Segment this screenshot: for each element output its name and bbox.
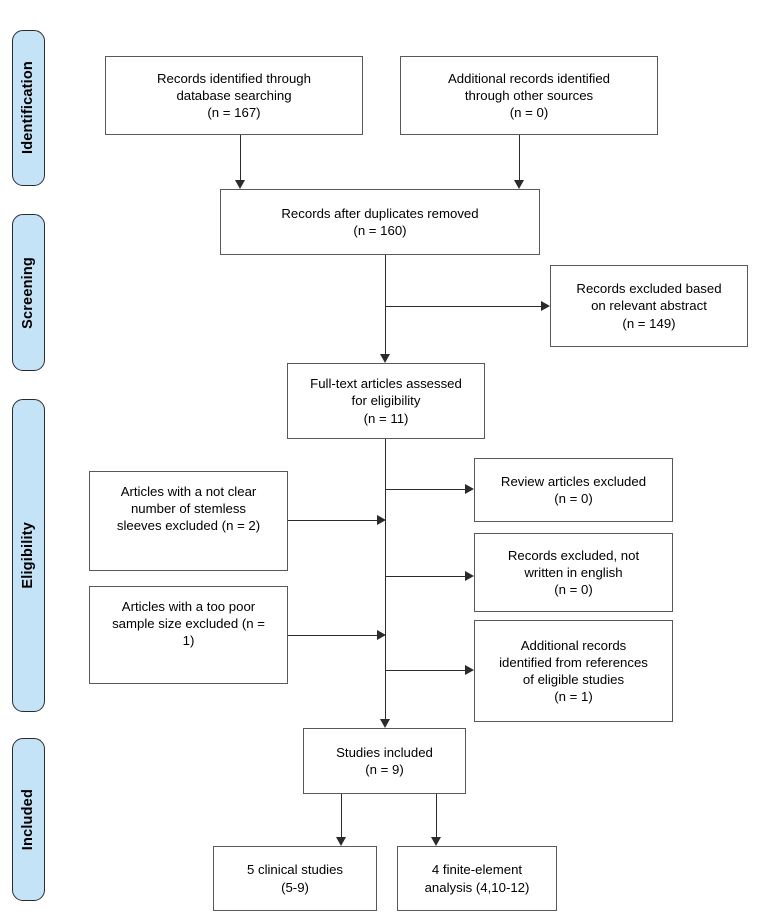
connector-studies-to-finite-element <box>436 794 437 837</box>
box-records-excluded-not-english: Records excluded, not written in english… <box>474 533 673 612</box>
arrowhead-stemless-sleeves-to-spine <box>377 515 386 525</box>
connector-stemless-sleeves-to-spine <box>288 520 377 521</box>
box-studies-included-text: Studies included (n = 9) <box>336 744 433 777</box>
stage-label-screening-text: Screening <box>20 256 37 329</box>
connector-duplicates-spine <box>385 255 386 354</box>
arrowhead-poor-sample-size-to-spine <box>377 630 386 640</box>
arrowhead-studies-to-clinical <box>336 837 346 846</box>
arrowhead-eligibility-to-studies-included <box>380 719 390 728</box>
box-additional-records-other-sources: Additional records identified through ot… <box>400 56 658 135</box>
connector-spine-to-not-english <box>386 576 465 577</box>
stage-label-eligibility-text: Eligibility <box>20 522 37 589</box>
connector-poor-sample-size-to-spine <box>288 635 377 636</box>
connector-database-to-duplicates <box>240 135 241 180</box>
stage-label-identification: Identification <box>12 30 45 186</box>
arrowhead-database-to-duplicates <box>235 180 245 189</box>
box-review-articles-excluded-text: Review articles excluded (n = 0) <box>500 473 647 506</box>
arrowhead-othersources-to-duplicates <box>514 180 524 189</box>
connector-othersources-to-duplicates <box>519 135 520 180</box>
box-additional-records-other-sources-text: Additional records identified through ot… <box>447 70 610 121</box>
box-finite-element-analysis: 4 finite-element analysis (4,10-12) <box>397 846 557 911</box>
box-records-identified-database-text: Records identified through database sear… <box>157 70 311 121</box>
arrowhead-spine-to-not-english <box>465 571 474 581</box>
stage-label-eligibility: Eligibility <box>12 399 45 712</box>
box-studies-included: Studies included (n = 9) <box>303 728 466 794</box>
box-additional-records-from-references: Additional records identified from refer… <box>474 620 673 722</box>
box-records-excluded-not-english-text: Records excluded, not written in english… <box>507 547 640 598</box>
connector-studies-to-clinical <box>341 794 342 837</box>
box-articles-too-poor-sample-size-text: Articles with a too poor sample size exc… <box>112 599 265 649</box>
connector-duplicates-to-excluded-abstract <box>386 306 541 307</box>
box-articles-not-clear-stemless-sleeves-text: Articles with a not clear number of stem… <box>116 484 261 534</box>
box-clinical-studies: 5 clinical studies (5-9) <box>213 846 377 911</box>
stage-label-included-text: Included <box>20 788 37 851</box>
box-records-after-duplicates-removed: Records after duplicates removed (n = 16… <box>220 189 540 255</box>
arrowhead-spine-to-review-excluded <box>465 484 474 494</box>
box-review-articles-excluded: Review articles excluded (n = 0) <box>474 458 673 522</box>
arrowhead-spine-to-additional-references <box>465 665 474 675</box>
arrowhead-duplicates-to-fulltext <box>380 354 390 363</box>
arrowhead-studies-to-finite-element <box>431 837 441 846</box>
arrowhead-duplicates-to-excluded-abstract <box>541 301 550 311</box>
box-full-text-articles-assessed-text: Full-text articles assessed for eligibil… <box>310 376 462 426</box>
box-full-text-articles-assessed: Full-text articles assessed for eligibil… <box>287 363 485 439</box>
connector-eligibility-spine <box>385 439 386 723</box>
connector-spine-to-additional-references <box>386 670 465 671</box>
box-finite-element-analysis-text: 4 finite-element analysis (4,10-12) <box>424 862 530 895</box>
connector-spine-to-review-excluded <box>386 489 465 490</box>
box-records-excluded-abstract-text: Records excluded based on relevant abstr… <box>576 281 722 331</box>
box-articles-too-poor-sample-size: Articles with a too poor sample size exc… <box>89 586 288 684</box>
box-records-after-duplicates-removed-text: Records after duplicates removed (n = 16… <box>281 205 479 238</box>
stage-label-included: Included <box>12 738 45 901</box>
box-records-excluded-abstract: Records excluded based on relevant abstr… <box>550 265 748 347</box>
box-clinical-studies-text: 5 clinical studies (5-9) <box>246 862 344 895</box>
stage-label-screening: Screening <box>12 214 45 371</box>
box-articles-not-clear-stemless-sleeves: Articles with a not clear number of stem… <box>89 471 288 571</box>
box-additional-records-from-references-text: Additional records identified from refer… <box>499 637 648 705</box>
stage-label-identification-text: Identification <box>20 61 37 155</box>
box-records-identified-database: Records identified through database sear… <box>105 56 363 135</box>
